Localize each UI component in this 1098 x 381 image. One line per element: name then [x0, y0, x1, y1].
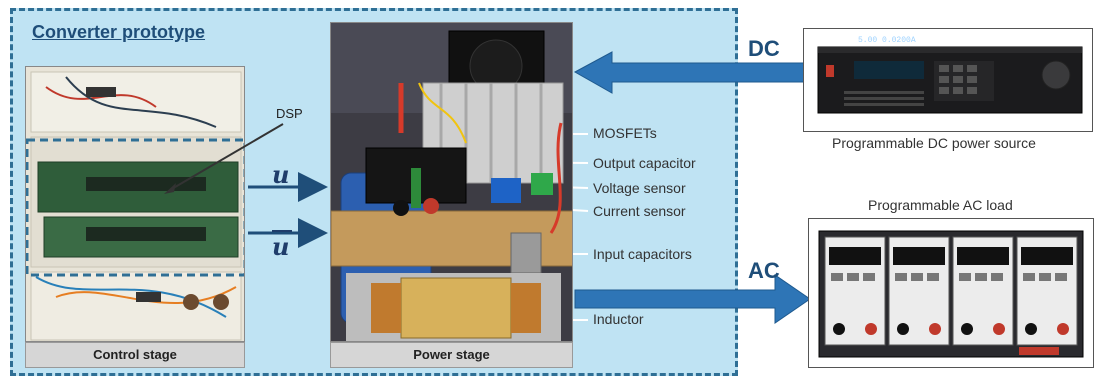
dc-display-readout: 5.00 0.0200A — [858, 36, 916, 45]
dsp-pointer-line — [169, 123, 284, 191]
control-stage-caption: Control stage — [25, 342, 245, 368]
input-capacitors-label: Input capacitors — [593, 246, 692, 262]
ac-label: AC — [748, 258, 780, 283]
dc-label: DC — [748, 36, 780, 61]
dc-display-voltage: 5.00 — [858, 36, 878, 45]
dc-source-caption: Programmable DC power source — [832, 135, 1036, 151]
ac-arrow — [574, 274, 811, 324]
mosfets-label: MOSFETs — [593, 125, 657, 141]
u-bar-symbol: u — [272, 232, 290, 261]
dc-power-source-panel — [803, 28, 1093, 132]
power-stage-caption: Power stage — [330, 342, 573, 368]
ac-load-panel — [808, 218, 1094, 368]
output-capacitor-label: Output capacitor — [593, 155, 696, 171]
control-stage-photo — [25, 66, 245, 342]
inductor-label: Inductor — [593, 311, 644, 327]
dc-display-current: 0.0200A — [882, 36, 916, 45]
voltage-sensor-label: Voltage sensor — [593, 180, 686, 196]
current-sensor-label: Current sensor — [593, 203, 686, 219]
prototype-title: Converter prototype — [32, 22, 206, 42]
dsp-label: DSP — [276, 106, 303, 121]
power-stage-photo — [330, 22, 573, 342]
ac-load-modules — [824, 236, 1078, 346]
u-symbol: u — [272, 160, 290, 189]
ac-load-caption: Programmable AC load — [868, 197, 1013, 213]
dsp-pointer-head — [164, 183, 176, 194]
